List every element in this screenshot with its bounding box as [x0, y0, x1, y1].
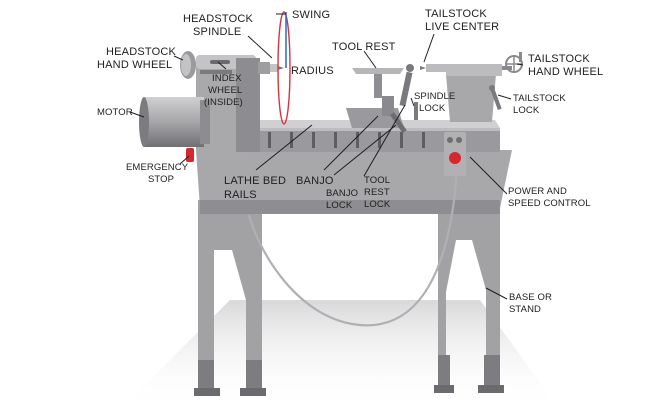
svg-text:LOCK: LOCK	[364, 199, 391, 210]
label-headstock-spindle: HEADSTOCK SPINDLE	[183, 13, 254, 38]
label-tool-rest-lock: TOOL REST LOCK	[364, 175, 391, 210]
leader-lines	[129, 13, 524, 300]
right-leg	[434, 200, 504, 393]
svg-text:HAND WHEEL: HAND WHEEL	[97, 59, 172, 71]
svg-text:SWING: SWING	[292, 9, 330, 21]
label-spindle-lock: SPINDLE LOCK	[414, 91, 455, 114]
svg-text:SPINDLE: SPINDLE	[193, 26, 241, 38]
label-power-speed-control: POWER AND SPEED CONTROL	[508, 186, 591, 209]
label-swing: SWING	[292, 9, 330, 21]
motor	[139, 97, 210, 147]
banjo-lock	[390, 112, 407, 134]
headstock-hand-wheel	[180, 51, 196, 79]
svg-text:TOOL: TOOL	[364, 175, 390, 186]
svg-text:HEADSTOCK: HEADSTOCK	[106, 46, 177, 58]
power-speed-control	[444, 132, 466, 176]
svg-text:STOP: STOP	[148, 174, 174, 185]
svg-text:LOCK: LOCK	[513, 105, 540, 116]
swing-circle	[277, 11, 291, 125]
emergency-stop-icon	[186, 148, 194, 162]
svg-text:SPINDLE: SPINDLE	[414, 91, 455, 102]
svg-text:LATHE BED: LATHE BED	[224, 175, 286, 187]
svg-text:LOCK: LOCK	[326, 200, 353, 211]
svg-text:TAILSTOCK: TAILSTOCK	[425, 8, 487, 20]
tool-rest	[352, 68, 404, 98]
tailstock	[420, 64, 512, 122]
svg-text:SPEED CONTROL: SPEED CONTROL	[508, 198, 591, 209]
label-index-wheel: INDEX WHEEL (INSIDE)	[204, 73, 243, 108]
svg-text:BANJO: BANJO	[326, 188, 358, 199]
svg-text:HEADSTOCK: HEADSTOCK	[183, 13, 254, 25]
spindle-lock	[414, 102, 418, 120]
svg-text:RADIUS: RADIUS	[291, 65, 334, 77]
svg-text:POWER AND: POWER AND	[508, 186, 567, 197]
tailstock-lock	[489, 85, 502, 111]
svg-text:HAND WHEEL: HAND WHEEL	[528, 66, 603, 78]
svg-text:STAND: STAND	[509, 304, 541, 315]
headstock-spindle	[258, 62, 284, 74]
left-leg	[194, 200, 266, 396]
label-banjo: BANJO	[296, 175, 334, 187]
label-base-stand: BASE OR STAND	[509, 292, 552, 315]
svg-text:TAILSTOCK: TAILSTOCK	[528, 53, 590, 65]
stand-body	[196, 150, 512, 214]
svg-text:LIVE CENTER: LIVE CENTER	[425, 21, 499, 33]
svg-text:INDEX: INDEX	[212, 73, 242, 84]
label-tailstock-lock: TAILSTOCK LOCK	[513, 93, 566, 116]
svg-text:REST: REST	[364, 187, 390, 198]
svg-text:RAILS: RAILS	[224, 189, 257, 201]
label-headstock-hand-wheel: HEADSTOCK HAND WHEEL	[97, 46, 177, 71]
banjo	[346, 96, 404, 128]
svg-text:BASE OR: BASE OR	[509, 292, 552, 303]
label-banjo-lock: BANJO LOCK	[326, 188, 358, 211]
svg-text:LOCK: LOCK	[419, 103, 446, 114]
label-lathe-bed-rails: LATHE BED RAILS	[224, 175, 286, 201]
tailstock-hand-wheel-icon	[505, 52, 523, 73]
svg-text:WHEEL: WHEEL	[208, 85, 242, 96]
svg-text:MOTOR: MOTOR	[97, 107, 133, 118]
svg-text:(INSIDE): (INSIDE)	[204, 97, 243, 108]
power-cable	[247, 169, 459, 327]
label-tool-rest: TOOL REST	[332, 41, 396, 53]
headstock	[196, 55, 260, 153]
label-tailstock-live-center: TAILSTOCK LIVE CENTER	[425, 8, 499, 33]
label-radius: RADIUS	[291, 65, 334, 77]
label-emergency-stop: EMERGENCY STOP	[126, 162, 189, 185]
tool-rest-lock	[399, 64, 414, 107]
svg-text:TAILSTOCK: TAILSTOCK	[513, 93, 566, 104]
svg-text:EMERGENCY: EMERGENCY	[126, 162, 189, 173]
svg-text:BANJO: BANJO	[296, 175, 334, 187]
label-motor: MOTOR	[97, 107, 133, 118]
svg-text:TOOL REST: TOOL REST	[332, 41, 396, 53]
label-tailstock-hand-wheel: TAILSTOCK HAND WHEEL	[528, 53, 603, 78]
